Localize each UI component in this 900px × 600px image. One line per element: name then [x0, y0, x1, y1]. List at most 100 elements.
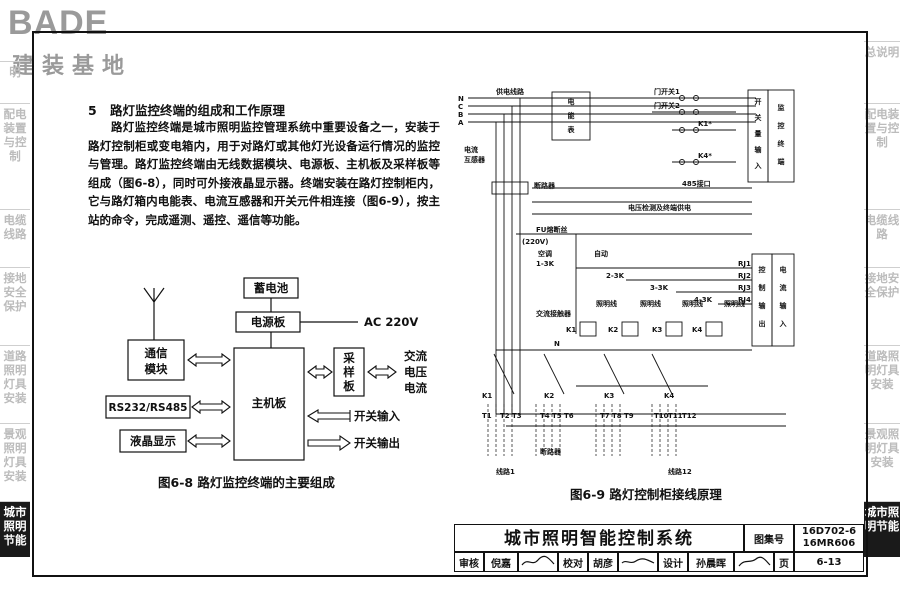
power-board-label: 电源板 — [251, 315, 286, 329]
meter-label-1: 电 — [568, 97, 575, 106]
ctrl-out-3: 输 — [759, 301, 767, 310]
logo-chinese: 建装基地 — [12, 54, 133, 79]
cur-in-3: 输 — [780, 301, 788, 310]
terminal-1: 监 — [778, 103, 785, 112]
drawing-frame — [32, 31, 868, 577]
t-4: T4 — [540, 412, 550, 420]
t-12: T12 — [682, 412, 697, 420]
t-8: T8 — [612, 412, 622, 420]
left-tab-active[interactable]: 城市照明节能 — [0, 501, 30, 557]
fig9-diagram: N C B A 供电线路 电 能 表 电流 互感器 断路器 门开关1 门开关2 … — [458, 87, 795, 476]
line-12-label: 线路12 — [668, 467, 692, 476]
bus-c: C — [458, 103, 463, 111]
fig8-caption: 图6-8 路灯监控终端的主要组成 — [158, 475, 335, 490]
sampling-board-box — [333, 347, 365, 397]
left-tab-1[interactable]: 配电装置与控制 — [0, 103, 30, 207]
bus-b: B — [458, 111, 463, 119]
checker-name: 胡彦 — [588, 552, 618, 572]
right-tab-active[interactable]: 城市照明节能 — [864, 501, 900, 557]
comm-module-box — [127, 339, 185, 381]
fuse-label: FU熔断丝 — [536, 225, 567, 234]
port-485-label: 485接口 — [682, 179, 711, 188]
right-tab-3[interactable]: 接地安全保护 — [864, 267, 900, 343]
line-1-label: 线路1 — [496, 467, 515, 476]
drawing-title: 城市照明智能控制系统 — [454, 524, 744, 552]
t-10: T10 — [654, 412, 669, 420]
power-detect-label: 电压检测及终端供电 — [628, 203, 691, 212]
left-tab-2[interactable]: 电缆线路 — [0, 209, 30, 265]
right-tab-4[interactable]: 道路照明灯具安装 — [864, 345, 900, 421]
bus-n: N — [458, 95, 464, 103]
left-tab-0[interactable]: 明 — [0, 61, 30, 101]
fig9-caption: 图6-9 路灯控制柜接线原理 — [570, 487, 722, 502]
cur-in-1: 电 — [780, 265, 787, 274]
page-number: 6-13 — [794, 552, 864, 572]
meter-label-2: 能 — [568, 111, 575, 120]
reviewer-name: 倪嘉 — [484, 552, 518, 572]
right-tab-0[interactable]: 总说明 — [864, 41, 900, 99]
breaker-2-label: 断路器 — [540, 447, 562, 456]
t-7: T7 — [600, 412, 610, 420]
main-board-box — [233, 347, 305, 461]
arrow-rs — [191, 399, 231, 415]
door-switch-2: 门开关2 — [654, 101, 680, 110]
relay-2-label: 2-3K — [606, 272, 625, 280]
k-top-2: K2 — [544, 392, 554, 400]
right-tab-1[interactable]: 配电装置与控制 — [864, 103, 900, 207]
sw-input-1: 开 — [755, 98, 762, 106]
energy-meter-box — [551, 91, 591, 141]
contactor-label: 交流接触器 — [536, 309, 572, 318]
sw-in-label: 开关输入 — [354, 409, 400, 423]
sample-label-3: 板 — [343, 379, 355, 393]
review-label: 审核 — [454, 552, 484, 572]
right-tab-5[interactable]: 景观照明灯具安装 — [864, 423, 900, 499]
title-block: 城市照明智能控制系统 图集号 16D702-6 16MR606 审核 倪嘉 校对… — [454, 524, 864, 572]
left-tab-4[interactable]: 道路照明灯具安装 — [0, 345, 30, 421]
sw-input-4: 输 — [755, 145, 763, 154]
breaker-label: 断路器 — [534, 181, 556, 190]
k-top-4: K4 — [664, 392, 674, 400]
kc-3: K3 — [652, 326, 662, 334]
t-1: T1 — [482, 412, 492, 420]
current-input-box — [771, 253, 795, 347]
lcd-box — [119, 429, 187, 453]
rj-1: RJ1 — [738, 260, 751, 268]
arrow-sw-out — [307, 434, 351, 452]
terminal-3: 终 — [778, 139, 786, 148]
manual-label: 空调 — [538, 249, 552, 258]
section-number: 5 — [88, 103, 97, 118]
rs485-box — [105, 395, 191, 419]
door-switch-1: 门开关1 — [654, 87, 680, 96]
atlas-number-2: 16MR606 — [802, 538, 856, 549]
rs-label: RS232/RS485 — [109, 402, 188, 414]
section-paragraph: 路灯监控终端是城市照明监控管理系统中重要设备之一，安装于路灯控制柜或变电箱内，用… — [88, 120, 440, 227]
designer-name: 孙晨晖 — [688, 552, 734, 572]
sw-out-label: 开关输出 — [354, 436, 400, 450]
relay-3-label: 3-3K — [650, 284, 669, 292]
reviewer-signature — [518, 552, 558, 572]
kc-2: K2 — [608, 326, 618, 334]
left-tab-5[interactable]: 景观照明灯具安装 — [0, 423, 30, 499]
relay-4-label: 4-3K — [694, 296, 713, 304]
hold-2: 照明线 — [640, 299, 661, 308]
ctrl-out-1: 控 — [759, 265, 766, 274]
k-top-3: K3 — [604, 392, 614, 400]
kc-1: K1 — [566, 326, 576, 334]
t-11: T11 — [668, 412, 683, 420]
k4-star-label: K4* — [698, 152, 712, 160]
arrow-ac-in — [367, 364, 397, 380]
v220-label: (220V) — [522, 238, 548, 246]
ctrl-out-2: 制 — [759, 283, 766, 292]
checker-signature — [618, 552, 658, 572]
left-tab-3[interactable]: 接地安全保护 — [0, 267, 30, 343]
t-9: T9 — [624, 412, 634, 420]
rj-4: RJ4 — [738, 296, 751, 304]
main-board-label: 主机板 — [252, 396, 287, 410]
t-6: T6 — [564, 412, 574, 420]
arrow-sw-in — [306, 409, 351, 423]
atlas-number-1: 16D702-6 — [801, 526, 857, 537]
arrow-sample — [307, 364, 333, 380]
right-tab-2[interactable]: 电缆线路 — [864, 209, 900, 265]
design-label: 设计 — [658, 552, 688, 572]
